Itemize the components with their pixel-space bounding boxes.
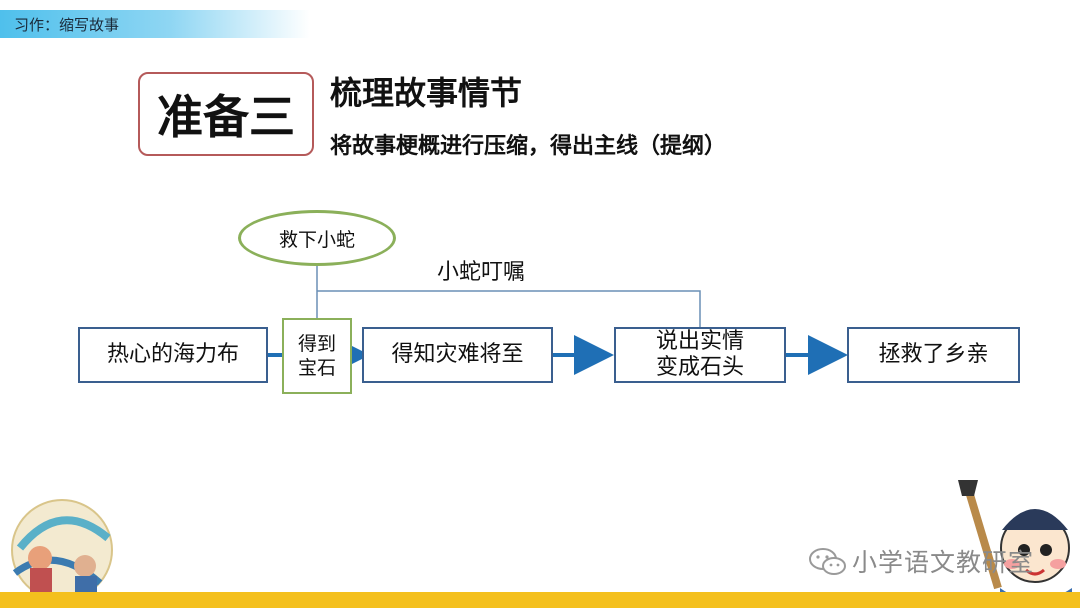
- watermark-text: 小学语文教研室: [852, 548, 1035, 577]
- flow-node-label-line2: 宝石: [297, 357, 336, 379]
- flow-node-label-line1: 得到: [297, 333, 336, 355]
- section-subheading: 将故事梗概进行压缩，得出主线（提纲）: [330, 134, 727, 159]
- flow-node-tell-truth: 说出实情 变成石头: [614, 327, 786, 383]
- section-badge: 准备三: [138, 72, 314, 156]
- lesson-title: 习作：缩写故事: [14, 16, 120, 34]
- bottom-accent-bar: [0, 592, 1080, 608]
- section-heading: 梳理故事情节: [330, 74, 523, 112]
- connector-reminder: [317, 290, 701, 328]
- flow-node-learn-disaster: 得知灾难将至: [362, 327, 553, 383]
- event-label: 救下小蛇: [278, 228, 355, 251]
- branch-label-snake-reminder: 小蛇叮嘱: [437, 260, 526, 285]
- event-save-snake: 救下小蛇: [238, 210, 396, 266]
- wechat-icon: [809, 548, 846, 575]
- decorative-illustration-left: [11, 499, 113, 602]
- flow-node-label: 拯救了乡亲: [878, 342, 989, 367]
- flow-node-label-line1: 说出实情: [655, 329, 744, 354]
- flow-node-save-villagers: 拯救了乡亲: [847, 327, 1020, 383]
- flow-node-get-gem: 得到 宝石: [282, 318, 352, 394]
- flow-node-hailibu: 热心的海力布: [78, 327, 268, 383]
- header-strip: 习作：缩写故事: [0, 10, 310, 38]
- flow-node-label: 得知灾难将至: [391, 342, 524, 367]
- flow-node-label-line2: 变成石头: [655, 355, 744, 380]
- flow-node-label: 热心的海力布: [106, 342, 239, 367]
